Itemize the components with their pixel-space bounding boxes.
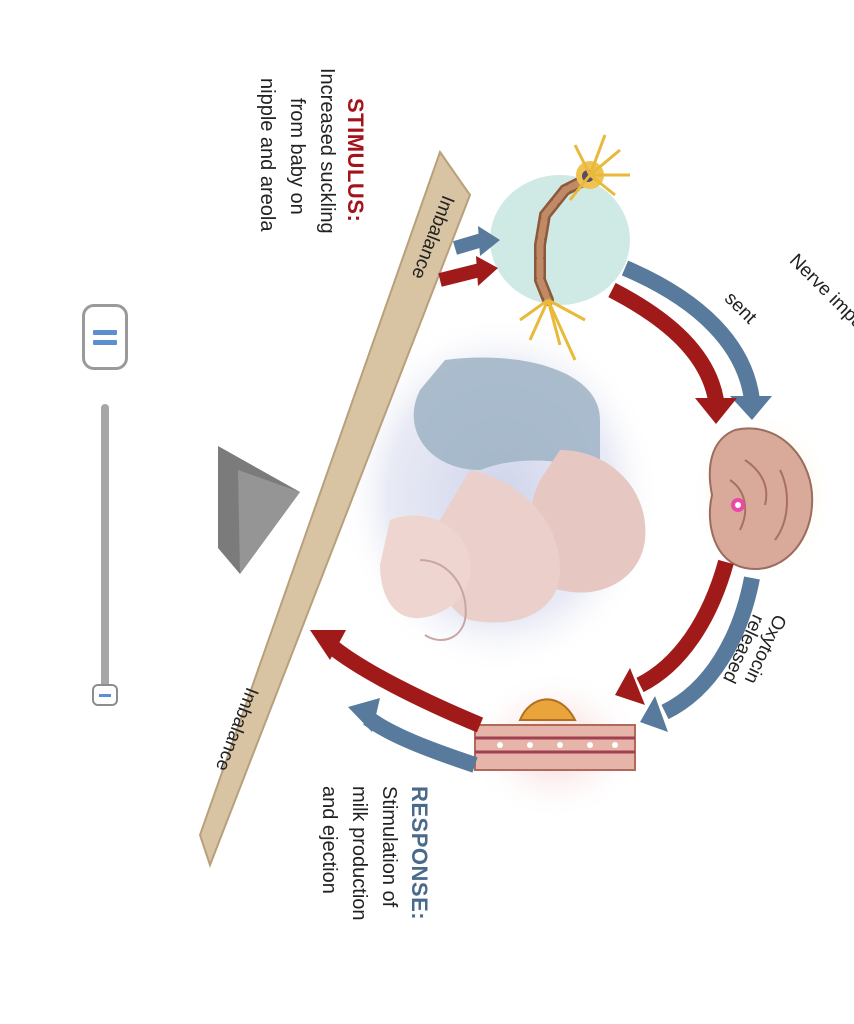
slider-end-handle[interactable] <box>92 684 118 706</box>
slider-grip-icon <box>93 329 117 335</box>
seesaw <box>198 149 472 868</box>
arrow-response-return <box>310 630 484 773</box>
neuron-icon <box>490 134 630 361</box>
minus-icon <box>99 693 111 697</box>
arrow-nerve-to-brain <box>608 260 772 424</box>
mother-baby-illustration <box>340 315 660 675</box>
response-line-2: milk production <box>348 786 370 921</box>
response-heading: RESPONSE: <box>407 786 432 921</box>
stimulus-line-3: nipple and areola <box>256 78 278 232</box>
response-line-3: and ejection <box>318 786 340 894</box>
response-line-1: Stimulation of <box>378 786 400 908</box>
mammary-gland-icon <box>465 670 645 820</box>
slider-knob[interactable] <box>82 304 128 370</box>
stimulus-heading: STIMULUS: <box>343 98 368 223</box>
imbalance-beam <box>198 149 472 868</box>
arrow-stimulus-to-neuron <box>438 226 500 287</box>
slider-track[interactable] <box>101 404 109 698</box>
stimulus-line-1: Increased suckling <box>316 68 338 234</box>
stimulus-line-2: from baby on <box>286 98 308 215</box>
arrow-brain-to-breast <box>615 559 760 732</box>
brain-icon <box>690 410 834 580</box>
